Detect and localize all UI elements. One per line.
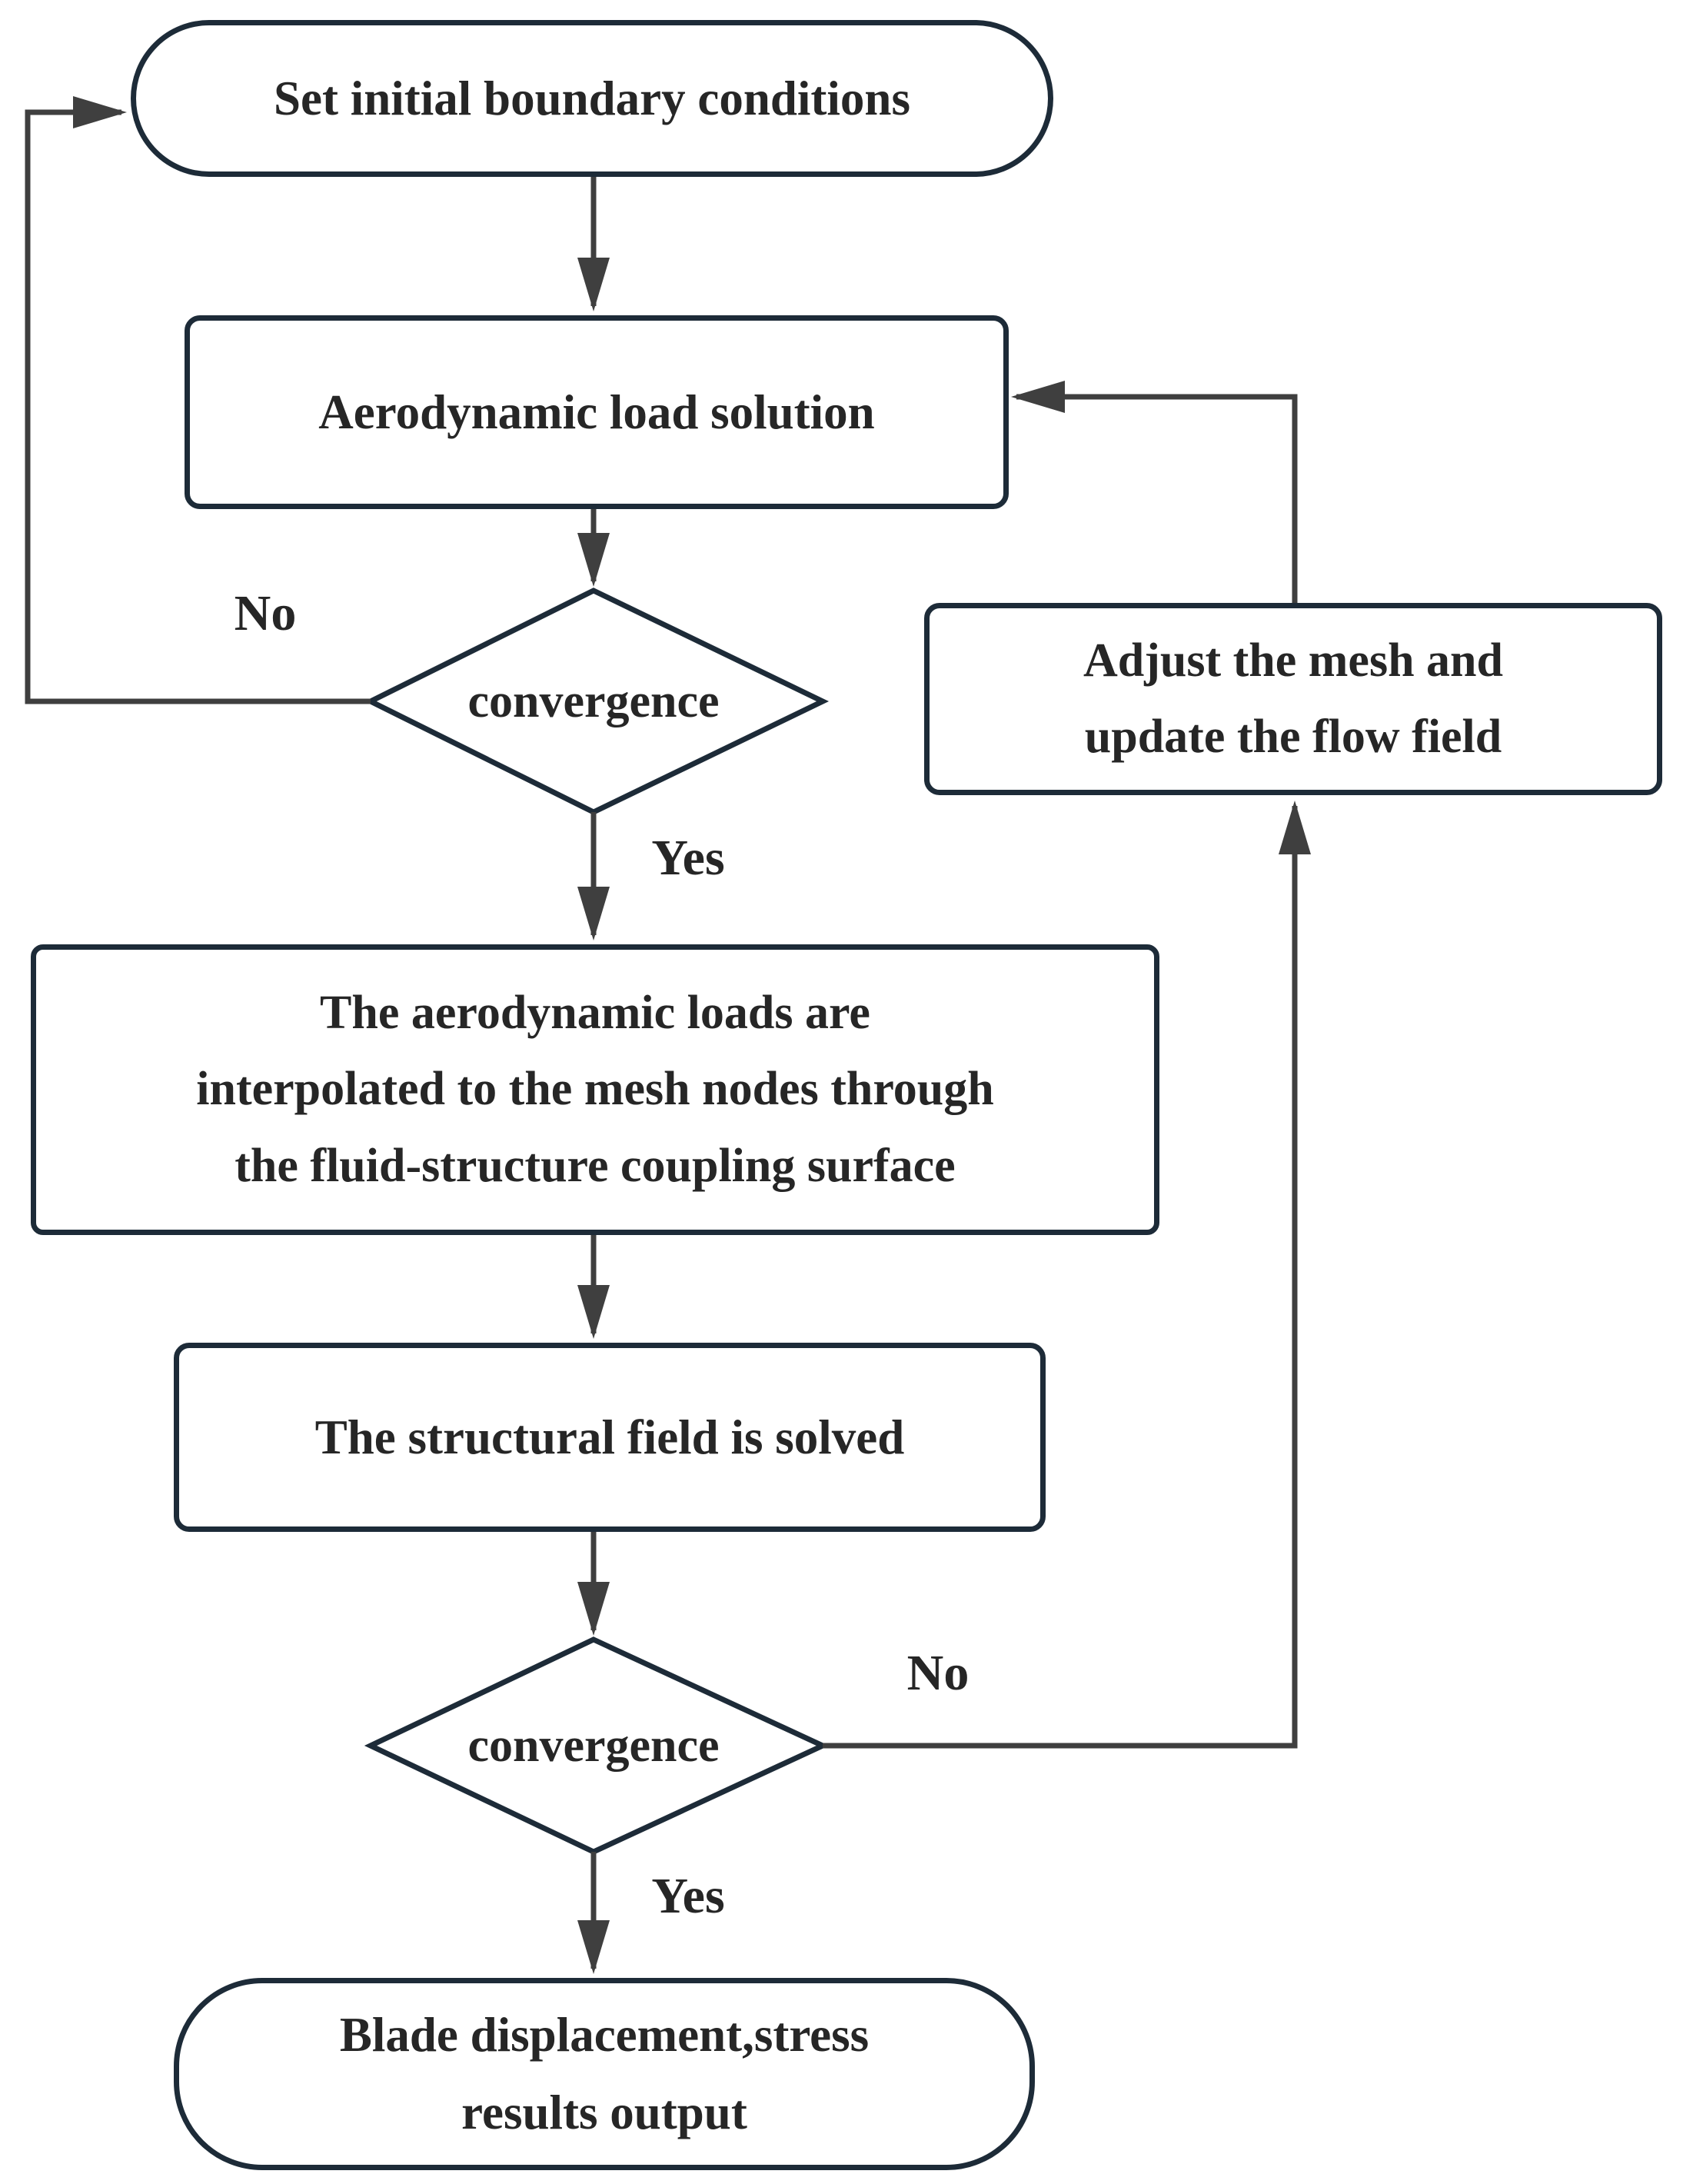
connector-convergence2-no-to-adjustmesh [823,801,1311,1749]
edge-label-no-1: No [234,585,297,641]
edge-label-no-2: No [906,1645,970,1701]
node-structural-field-solved: The structural field is solved [174,1343,1046,1532]
connector-adjustmesh-to-aeroload [1011,381,1298,603]
edge-label-yes-2: Yes [651,1868,725,1924]
node-convergence-1-label: convergence [467,674,720,727]
edge-label-yes-1: Yes [651,830,725,886]
node-adjust-mesh-update-flow-field: Adjust the mesh and update the flow fiel… [924,603,1662,795]
node-convergence-2-label: convergence [467,1719,720,1772]
node-aerodynamic-load-solution: Aerodynamic load solution [185,315,1009,509]
connector-convergence1-no-loop-to-start [25,96,371,704]
node-interpolate-aerodynamic-loads: The aerodynamic loads are interpolated t… [31,944,1159,1235]
node-start: Set initial boundary conditions [131,20,1053,177]
node-output-results: Blade displacement,stress results output [174,1978,1035,2170]
